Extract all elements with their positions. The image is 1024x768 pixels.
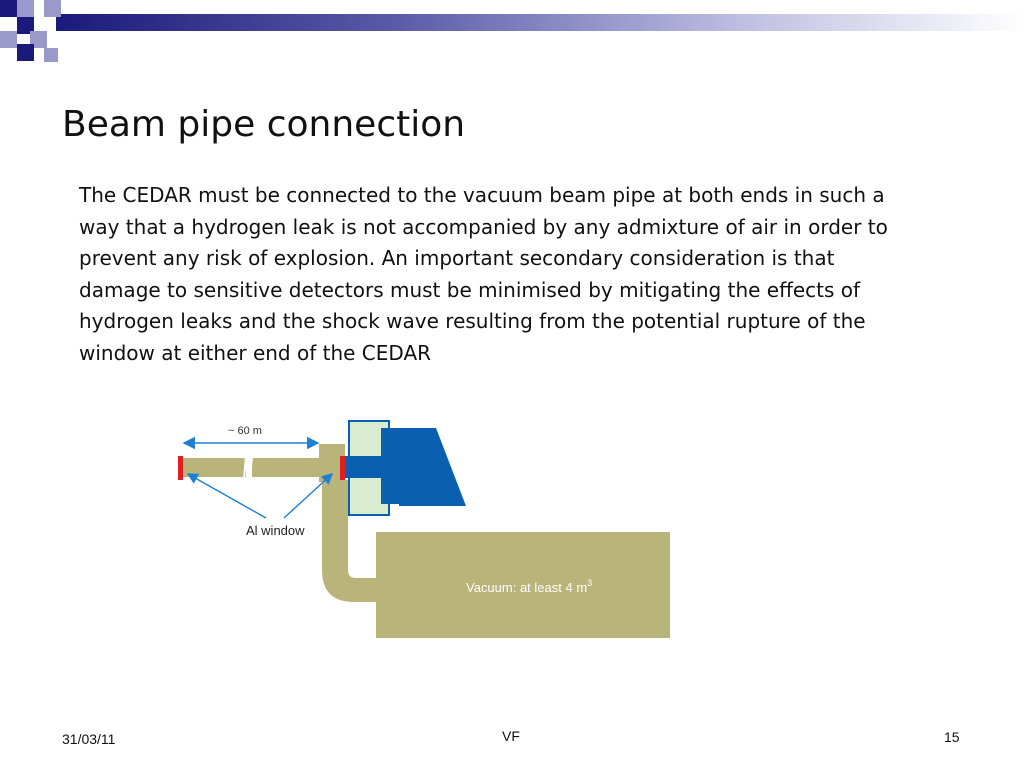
footer-date: 31/03/11 [62,731,116,747]
vacuum-label: Vacuum: at least 4 m3 [466,578,592,595]
vacuum-pipe-elbow [322,480,378,602]
cedar-body-neck [381,428,401,504]
header-square [30,31,47,48]
header-square [17,17,34,34]
al-window-label: Al window [246,523,305,538]
beam-pipe-diagram: ~ 60 m Vacuum: at least 4 m3 Al window [178,420,670,638]
footer-center-text: VF [502,728,520,744]
cedar-connector [345,456,385,478]
vacuum-label-text: Vacuum: at least 4 m [466,580,587,595]
al-window-left [178,456,183,480]
header-square [0,0,17,17]
header-square [44,48,58,62]
distance-label: ~ 60 m [228,425,262,437]
footer-page-number: 15 [944,729,960,745]
header-square [17,44,34,61]
header-square [17,0,34,17]
slide-title: Beam pipe connection [62,104,466,145]
vacuum-tank [376,532,670,638]
al-window-right [340,456,345,480]
pipe-break-line [249,455,253,480]
slide-body-text: The CEDAR must be connected to the vacuu… [79,183,888,365]
al-window-pointer-right [283,473,334,519]
cedar-body [399,428,466,506]
header-gradient-bar [56,14,1024,31]
al-window-pointer-left [186,473,267,519]
beam-pipe-left-segment [182,458,246,477]
vacuum-label-superscript: 3 [587,578,592,588]
pipe-break-line [243,455,247,480]
header-square [44,0,61,17]
header-square [0,31,17,48]
